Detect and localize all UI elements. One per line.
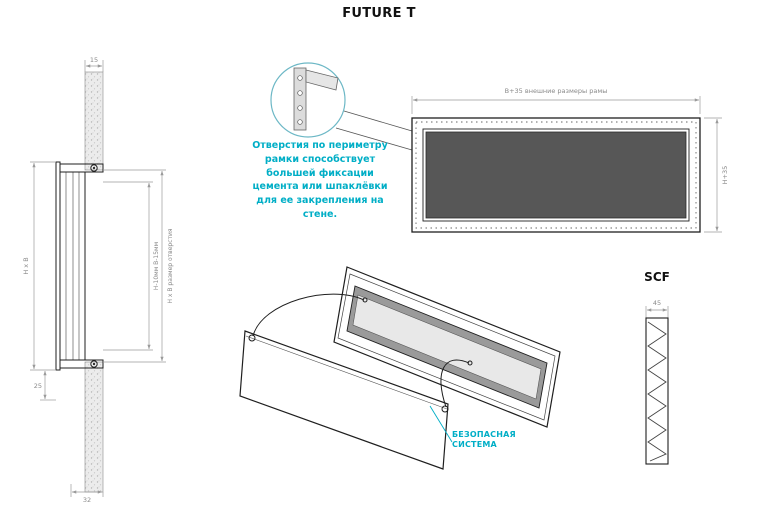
- frame-front-flange: [55, 161, 61, 371]
- detail-annotation-text: Отверстия по периметру рамки способствуе…: [252, 140, 388, 220]
- wall-upper: [84, 71, 104, 171]
- dim-opening-size: Н х В размер отверстия: [167, 228, 174, 303]
- safety-cable: [440, 359, 470, 408]
- safety-system-label: БЕЗОПАСНАЯ СИСТЕМА: [452, 430, 516, 450]
- front-view: В+35 внешние размеры рамы Н+35: [411, 87, 729, 233]
- wall-lower: [84, 361, 104, 493]
- perforation-hole-icon: [297, 119, 303, 125]
- frame-inner-edge: [422, 128, 690, 222]
- scf-spring-zigzag: [647, 321, 667, 462]
- iso-slot-inner: [352, 294, 542, 400]
- dim-hxb: Н х В: [22, 257, 30, 274]
- dim-32: 32: [83, 496, 91, 504]
- scf-label: SCF: [644, 270, 670, 284]
- dim-frame-width: В+35 внешние размеры рамы: [505, 87, 608, 95]
- cable-hook-icon: [467, 360, 473, 366]
- dim-scf-depth: 45: [653, 299, 661, 307]
- panel-screw-icon: [248, 334, 256, 342]
- panel-screw-icon: [441, 405, 449, 413]
- dim-wall-15: 15: [90, 56, 98, 64]
- safety-label-leader: [429, 405, 453, 443]
- dim-frame-height: Н+35: [721, 166, 729, 185]
- panel-edge-line: [245, 335, 448, 410]
- perforation-hole-icon: [297, 90, 303, 96]
- frame-body: [59, 171, 86, 361]
- dim-25: 25: [34, 382, 42, 390]
- bracket-arm: [305, 69, 339, 91]
- iso-cover-panel: [239, 330, 449, 470]
- detail-circle: [270, 62, 346, 138]
- section-view: 15 Н х В 25 32 Н-10мм В-15мм Н х: [22, 56, 174, 504]
- frame-top-mount: [59, 163, 104, 173]
- page-title: FUTURE T: [342, 6, 416, 21]
- iso-view: [239, 266, 561, 470]
- frame-bottom-mount: [59, 359, 104, 369]
- cable-hook-icon: [362, 297, 368, 303]
- perforation-hole-icon: [297, 75, 303, 81]
- perforation-hole-icon: [297, 105, 303, 111]
- safety-cable: [252, 293, 365, 337]
- dim-inner-opening: Н-10мм В-15мм: [153, 242, 160, 290]
- screw-bottom-icon: [90, 360, 98, 368]
- bracket-flange: [293, 67, 307, 131]
- grille-opening: [425, 131, 687, 219]
- frame-perforation: [415, 121, 697, 229]
- screw-top-icon: [90, 164, 98, 172]
- detail-leader-line: [343, 110, 413, 132]
- detail-leader-line: [335, 127, 413, 151]
- scf-view: SCF 45: [644, 270, 670, 465]
- detail-callout: [270, 62, 413, 151]
